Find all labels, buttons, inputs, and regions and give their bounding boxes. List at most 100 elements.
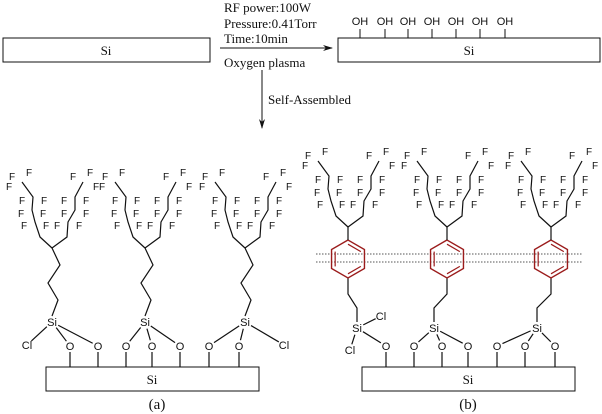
fluorine-label: F [372, 200, 378, 211]
hydroxyl-label: OH [472, 16, 489, 28]
fluorine-label: F [357, 175, 363, 186]
fluorine-label: F [180, 168, 186, 179]
fluorine-label: F [236, 221, 242, 232]
fluorine-label: F [199, 182, 205, 193]
fluorine-label: F [305, 151, 311, 162]
fluorine-label: F [111, 209, 117, 220]
oxygen-label: O [551, 341, 560, 353]
fluorine-label: F [99, 182, 105, 193]
fluorine-label: F [211, 209, 217, 220]
rf-power-label: RF power:100W [224, 0, 312, 15]
benzene-double-bond [347, 243, 362, 253]
si-o-bond [351, 334, 356, 345]
fluorine-label: F [322, 147, 328, 158]
fluorine-label: F [471, 200, 477, 211]
ethyl-linker [536, 278, 552, 322]
oxygen-label: O [464, 341, 473, 353]
fluorine-label: F [286, 182, 292, 193]
fluorine-label: F [379, 175, 385, 186]
fluorine-label: F [435, 188, 441, 199]
fluorine-label: F [21, 221, 27, 232]
oxygen-label: O [94, 341, 103, 353]
fluorine-label: F [41, 196, 47, 207]
si-o-bond [150, 325, 176, 344]
fluorine-label: F [508, 151, 514, 162]
fluorine-label: F [136, 221, 142, 232]
si-o-bond [129, 327, 142, 342]
fluorine-label: F [560, 188, 566, 199]
oxygen-label: O [122, 341, 131, 353]
fluorine-label: F [254, 209, 260, 220]
fluorine-label: F [154, 196, 160, 207]
benzene-double-bond [446, 265, 461, 275]
silicon-label: Si [352, 323, 362, 335]
fluorine-label: F [366, 151, 372, 162]
fluorine-label: F [61, 209, 67, 220]
fluorine-label: F [520, 200, 526, 211]
fluorine-label: F [505, 161, 511, 172]
fluorine-label: F [314, 188, 320, 199]
fluorine-label: F [456, 175, 462, 186]
fluorine-label: F [401, 161, 407, 172]
fluorine-label: F [43, 221, 49, 232]
fluorine-label: F [525, 147, 531, 158]
fluoroalkyl-arm-left [21, 181, 53, 249]
fluorine-label: F [6, 182, 12, 193]
benzene-ring [330, 239, 366, 279]
oxygen-label: O [205, 341, 214, 353]
oxygen-label: O [438, 341, 447, 353]
hydroxyl-label: OH [424, 16, 441, 28]
oxygen-label: O [493, 341, 502, 353]
fluorine-label: F [560, 175, 566, 186]
alkyl-linker [240, 247, 254, 317]
benzene-double-bond [550, 265, 565, 275]
fluorine-label: F [438, 200, 444, 211]
benzene-ring [533, 239, 569, 279]
fluorine-label: F [302, 161, 308, 172]
fluorine-label: F [337, 175, 343, 186]
fluoroalkyl-arm-left [416, 160, 448, 228]
fluoroalkyl-arm-right [550, 160, 583, 228]
fluoroalkyl-arm-left [114, 181, 146, 249]
fluorine-label: F [413, 188, 419, 199]
fluorine-label: F [416, 200, 422, 211]
fluoroalkyl-arm-left [214, 181, 246, 249]
fluorine-label: F [586, 147, 592, 158]
fluorine-label: F [478, 175, 484, 186]
benzene-double-bond [446, 243, 461, 253]
fluorine-label: F [269, 221, 275, 232]
fluorine-label: F [87, 168, 93, 179]
fluorine-label: F [569, 151, 575, 162]
self-assembly-step: Self-Assembled [259, 70, 352, 129]
si-o-bond [502, 330, 531, 345]
bare-si-wafer: Si [2, 37, 211, 63]
fluorine-label: F [592, 161, 598, 172]
si-wafer-label: Si [147, 372, 158, 387]
alkyl-linker [140, 247, 154, 317]
ethyl-linker [433, 278, 448, 322]
fluorine-label: F [147, 221, 153, 232]
fluorine-label: F [575, 200, 581, 211]
oxygen-plasma-label: Oxygen plasma [224, 55, 305, 70]
fluorine-label: F [163, 172, 169, 183]
si-o-bond [55, 327, 67, 342]
fluorine-label: F [389, 161, 395, 172]
alkyl-linker [47, 247, 61, 317]
chlorine-label: Cl [376, 311, 386, 323]
fluoroalkyl-arm-right [144, 181, 177, 249]
fluorine-label: F [539, 188, 545, 199]
benzene-double-bond [550, 243, 565, 253]
fluorine-label: F [488, 161, 494, 172]
oxygen-label: O [176, 341, 185, 353]
oxygen-label: O [148, 341, 157, 353]
fluorine-label: F [83, 196, 89, 207]
fluorine-label: F [263, 172, 269, 183]
fluorine-label: F [315, 175, 321, 186]
fluorine-label: F [414, 175, 420, 186]
panel-a-caption: (a) [149, 397, 166, 413]
fluorine-label: F [280, 168, 286, 179]
fluorine-label: F [219, 168, 225, 179]
fluorine-label: F [482, 147, 488, 158]
oxygen-label: O [410, 341, 419, 353]
